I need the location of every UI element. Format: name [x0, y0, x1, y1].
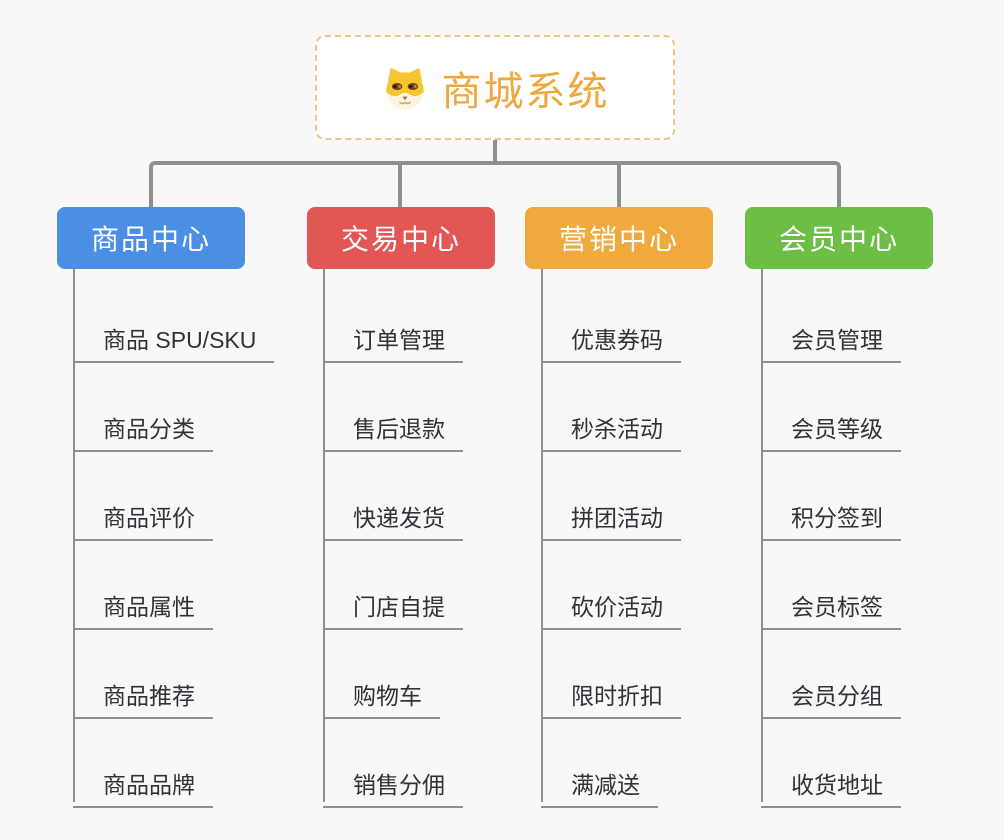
leaf-node[interactable]: 会员等级 — [761, 404, 901, 452]
leaf-node[interactable]: 收货地址 — [761, 760, 901, 808]
leaf-node[interactable]: 拼团活动 — [541, 493, 681, 541]
branch-stem-line — [73, 269, 75, 802]
leaf-node[interactable]: 限时折扣 — [541, 671, 681, 719]
branch-column-product: 商品中心 商品 SPU/SKU 商品分类 商品评价 商品属性 商品推荐 商品品牌 — [57, 207, 307, 817]
leaf-node[interactable]: 会员分组 — [761, 671, 901, 719]
leaf-node[interactable]: 商品 SPU/SKU — [73, 315, 275, 363]
branch-stem-line — [323, 269, 325, 802]
leaf-node[interactable]: 会员管理 — [761, 315, 901, 363]
leaf-node[interactable]: 秒杀活动 — [541, 404, 681, 452]
leaf-node[interactable]: 销售分佣 — [323, 760, 463, 808]
root-node-mall-system[interactable]: 商城系统 — [315, 35, 675, 140]
leaf-node[interactable]: 商品品牌 — [73, 760, 213, 808]
leaf-node[interactable]: 商品分类 — [73, 404, 213, 452]
branch-stem-line — [761, 269, 763, 802]
branch-label: 营销中心 — [558, 224, 679, 255]
leaf-node[interactable]: 积分签到 — [761, 493, 901, 541]
branch-column-trade: 交易中心 订单管理 售后退款 快递发货 门店自提 购物车 销售分佣 — [307, 207, 557, 817]
leaf-node[interactable]: 商品属性 — [73, 582, 213, 630]
branch-label: 会员中心 — [778, 224, 899, 255]
branch-stem-line — [541, 269, 543, 802]
connector-root-stem — [493, 139, 497, 165]
branch-node-marketing-center[interactable]: 营销中心 — [525, 207, 713, 269]
branch-node-trade-center[interactable]: 交易中心 — [307, 207, 495, 269]
leaf-node[interactable]: 商品推荐 — [73, 671, 213, 719]
leaf-node[interactable]: 订单管理 — [323, 315, 463, 363]
leaf-node[interactable]: 门店自提 — [323, 582, 463, 630]
branch-label: 交易中心 — [340, 224, 461, 255]
leaf-node[interactable]: 优惠券码 — [541, 315, 681, 363]
leaf-node[interactable]: 售后退款 — [323, 404, 463, 452]
branch-label: 商品中心 — [90, 224, 211, 255]
dog-face-icon — [381, 64, 429, 112]
leaf-node[interactable]: 砍价活动 — [541, 582, 681, 630]
branch-column-member: 会员中心 会员管理 会员等级 积分签到 会员标签 会员分组 收货地址 — [745, 207, 995, 817]
connector-drop-branch-3 — [617, 161, 621, 207]
branch-node-member-center[interactable]: 会员中心 — [745, 207, 933, 269]
leaf-node[interactable]: 快递发货 — [323, 493, 463, 541]
leaf-node[interactable]: 商品评价 — [73, 493, 213, 541]
branch-column-marketing: 营销中心 优惠券码 秒杀活动 拼团活动 砍价活动 限时折扣 满减送 — [525, 207, 775, 817]
leaf-node[interactable]: 购物车 — [323, 671, 440, 719]
connector-drop-branch-2 — [398, 161, 402, 207]
branch-node-product-center[interactable]: 商品中心 — [57, 207, 245, 269]
connector-bus-right — [495, 161, 841, 207]
leaf-node[interactable]: 会员标签 — [761, 582, 901, 630]
root-title: 商城系统 — [441, 69, 610, 114]
leaf-node[interactable]: 满减送 — [541, 760, 658, 808]
connector-bus-left — [149, 161, 495, 207]
